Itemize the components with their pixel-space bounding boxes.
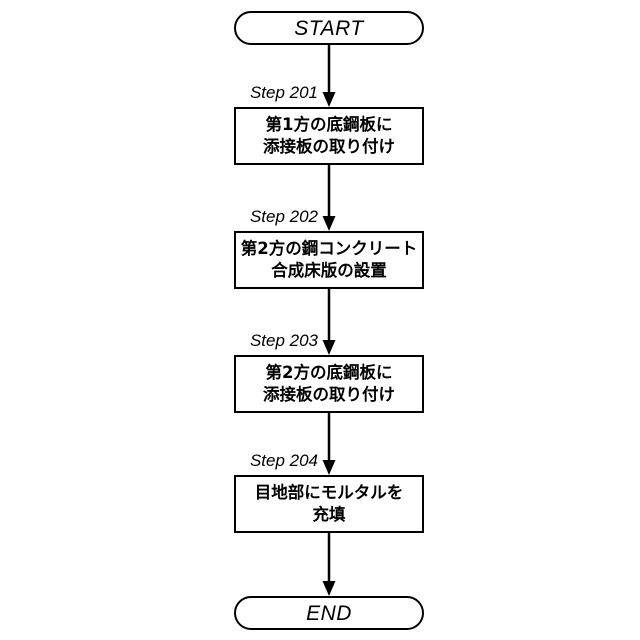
start-terminator[interactable]: START bbox=[234, 11, 424, 45]
process-box-step-203[interactable]: 第2方の底鋼板に 添接板の取り付け bbox=[234, 355, 424, 413]
step-label-202: Step 202 bbox=[249, 207, 318, 226]
process-box-step-203-line-2: 添接板の取り付け bbox=[263, 385, 395, 404]
process-box-step-201[interactable]: 第1方の底鋼板に 添接板の取り付け bbox=[234, 107, 424, 165]
connector-step-204-to-end bbox=[315, 533, 343, 597]
process-box-step-202-line-1: 第2方の鋼コンクリート bbox=[240, 238, 418, 258]
connector-start-to-step-201 bbox=[315, 44, 343, 108]
process-box-step-202[interactable]: 第2方の鋼コンクリート 合成床版の設置 bbox=[234, 231, 424, 289]
step-label-204: Step 204 bbox=[249, 451, 318, 470]
process-box-step-204-line-1: 目地部にモルタルを bbox=[254, 482, 404, 502]
step-label-203: Step 203 bbox=[249, 331, 318, 350]
step-label-201: Step 201 bbox=[249, 83, 318, 102]
process-box-step-201-line-2: 添接板の取り付け bbox=[263, 137, 395, 156]
process-box-step-203-line-1: 第2方の底鋼板に bbox=[265, 362, 393, 382]
process-box-step-204-line-2: 充填 bbox=[312, 505, 346, 524]
process-box-step-201-line-1: 第1方の底鋼板に bbox=[265, 114, 393, 134]
process-box-step-202-line-2: 合成床版の設置 bbox=[271, 261, 387, 280]
start-label: START bbox=[294, 16, 364, 40]
end-label: END bbox=[306, 601, 352, 625]
connector-step-202-to-step-203 bbox=[315, 289, 343, 356]
connector-step-203-to-step-204 bbox=[315, 413, 343, 476]
connector-step-201-to-step-202 bbox=[315, 165, 343, 232]
process-box-step-204[interactable]: 目地部にモルタルを 充填 bbox=[234, 475, 424, 533]
end-terminator[interactable]: END bbox=[234, 596, 424, 630]
